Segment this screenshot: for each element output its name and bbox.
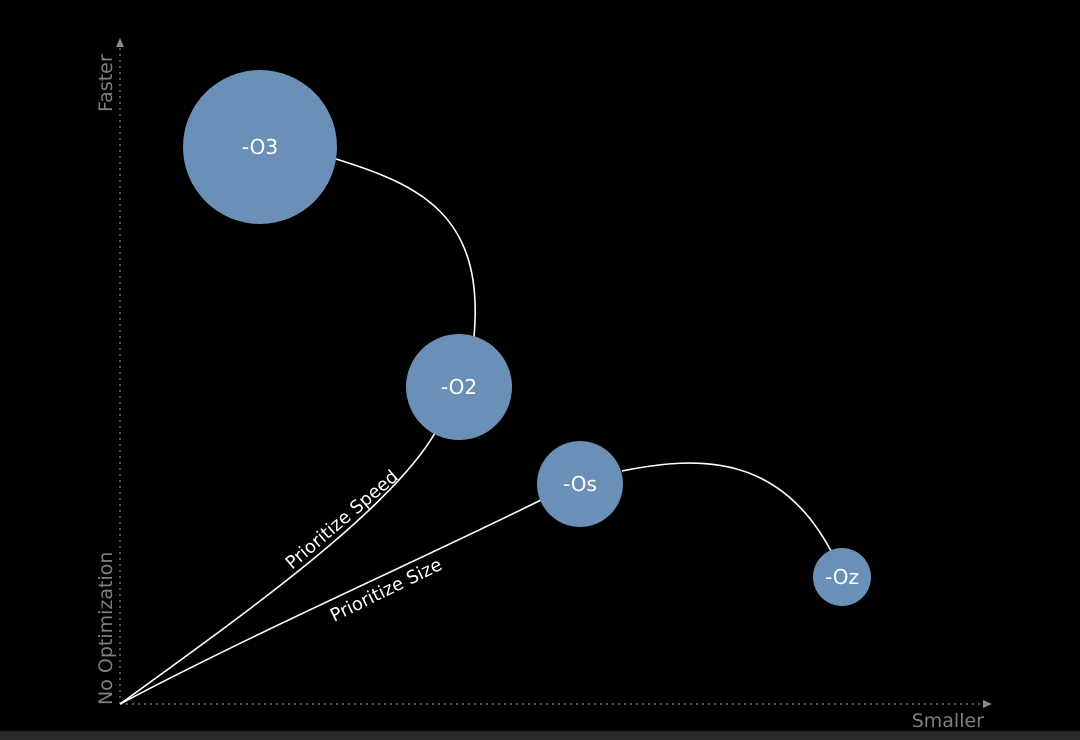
x-axis-label: Smaller [912,710,984,732]
x-axis-arrow [983,700,992,708]
oz-label: -Oz [825,565,859,589]
node-os: -Os [537,441,623,527]
node-o3: -O3 [183,70,337,224]
os-label: -Os [563,472,597,496]
prioritize-size-label: Prioritize Size [327,554,446,626]
os-to-oz-curve [621,462,832,552]
y-axis-label: Faster [95,54,117,112]
o3-bubble [183,70,337,224]
o2-bubble [406,334,512,440]
o3-label: -O3 [242,135,278,159]
bottom-bar [0,731,1080,740]
y-axis-arrow [116,38,124,47]
prioritize-speed-label: Prioritize Speed [282,466,403,574]
node-o2: -O2 [406,334,512,440]
speed-path [119,432,436,705]
oz-bubble [813,548,871,606]
origin-label: No Optimization [95,552,117,705]
node-oz: -Oz [813,548,871,606]
size-path [119,499,542,705]
o2-label: -O2 [441,375,477,399]
o3-to-o2-curve [335,158,476,338]
os-bubble [537,441,623,527]
